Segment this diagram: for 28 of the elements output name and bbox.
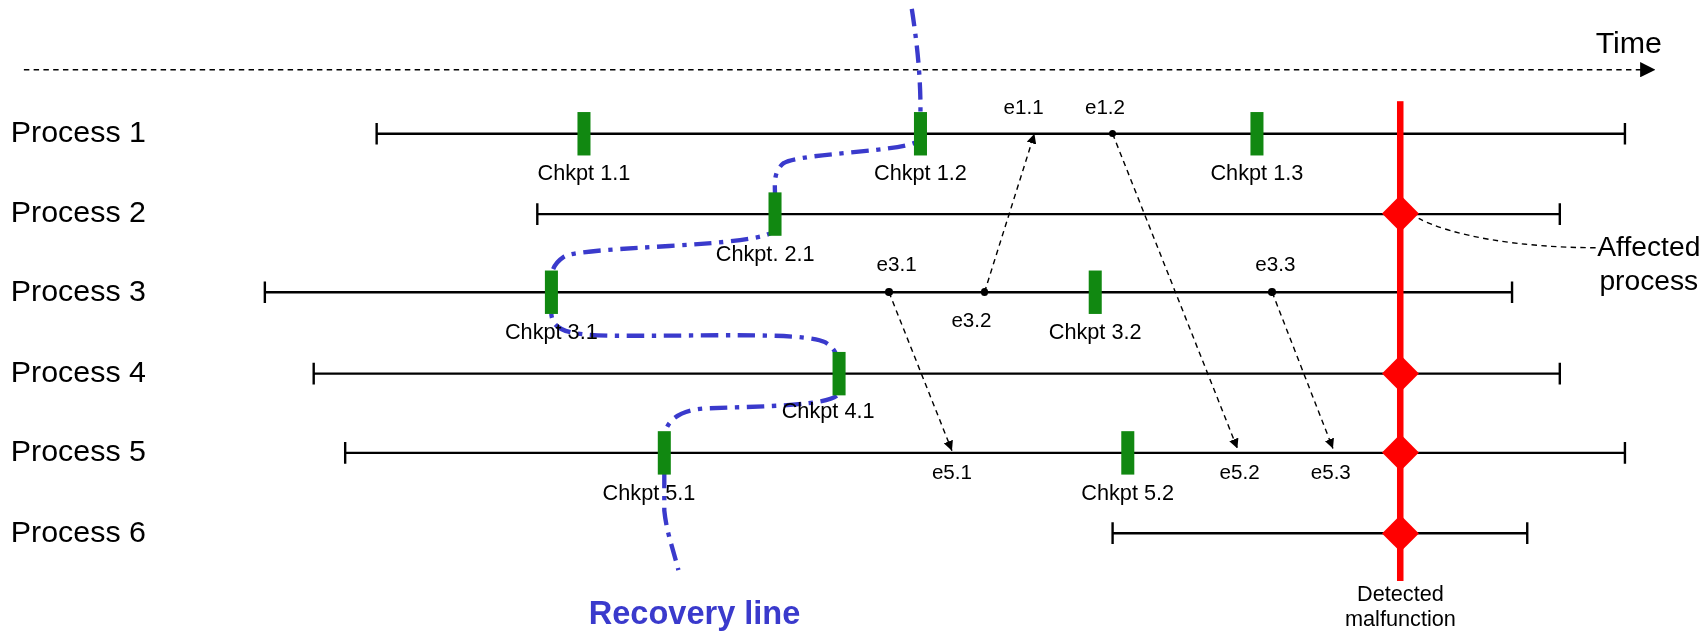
- annotation-label: Detected malfunction: [1343, 581, 1457, 632]
- process-label: Process 1: [10, 115, 146, 149]
- event-label: e3.1: [875, 252, 918, 276]
- event-label: e5.2: [1218, 461, 1261, 484]
- event-label: e1.1: [1002, 95, 1045, 119]
- checkpoint-label: Chkpt 1.3: [1210, 160, 1304, 185]
- leader-line: [1418, 217, 1597, 249]
- checkpoint-label: Chkpt 3.2: [1048, 320, 1142, 345]
- axis-label: Time: [1595, 26, 1662, 60]
- event-label: e3.3: [1254, 252, 1297, 276]
- checkpoint-label: Chkpt. 2.1: [715, 242, 815, 266]
- checkpoint-label: Chkpt 1.1: [537, 160, 631, 185]
- process-label: Process 2: [10, 195, 146, 229]
- process-label: Process 6: [10, 514, 146, 548]
- checkpoint-label: Chkpt 5.2: [1081, 480, 1175, 505]
- callout-text: Affected process: [1596, 230, 1702, 298]
- event-label: e3.2: [950, 309, 993, 333]
- process-label: Process 5: [10, 434, 146, 468]
- process-label: Process 4: [10, 354, 146, 389]
- event-label: e5.3: [1309, 461, 1352, 484]
- checkpoint-label: Chkpt 4.1: [781, 399, 875, 424]
- event-label: e5.1: [930, 461, 973, 484]
- annotation-label: Recovery line: [588, 595, 801, 632]
- checkpoint-label: Chkpt 3.1: [504, 320, 598, 345]
- checkpoint-label: Chkpt 1.2: [873, 160, 967, 185]
- process-label: Process 3: [10, 273, 146, 307]
- event-label: e1.2: [1083, 95, 1127, 119]
- checkpoint-label: Chkpt 5.1: [602, 480, 696, 505]
